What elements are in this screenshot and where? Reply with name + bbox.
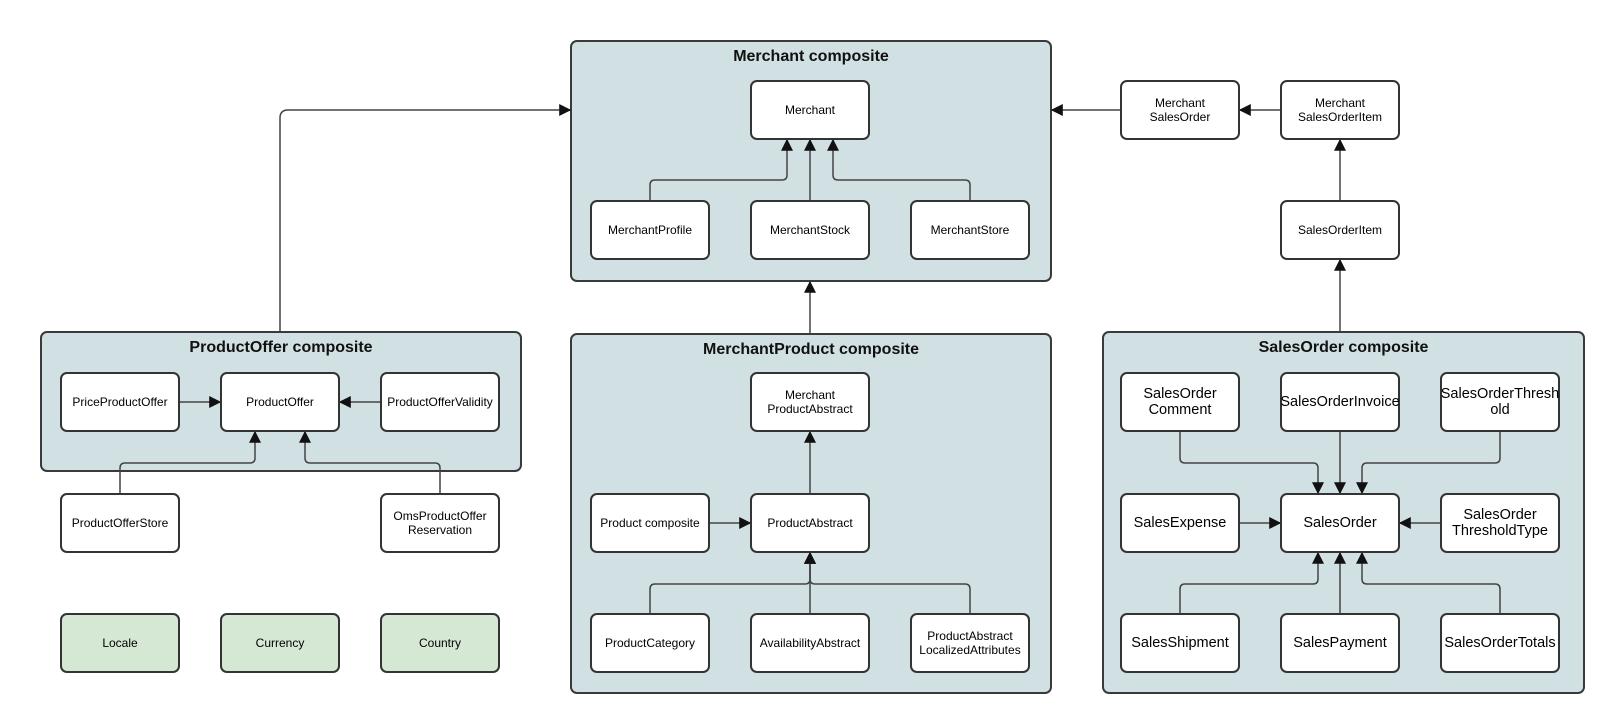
group-title: SalesOrder composite	[1258, 339, 1429, 356]
edge-merchantprofile-to-merchant	[649, 138, 793, 200]
sales-shipment-node[interactable]: SalesShipment	[1120, 613, 1240, 673]
edge-productcategory-to-productabstract	[649, 551, 816, 613]
merchant-sales-order-node[interactable]: Merchant SalesOrder	[1120, 80, 1240, 140]
product-category-node[interactable]: ProductCategory	[590, 613, 710, 673]
edge-salesorderthreshold-to-salesorder	[1356, 432, 1501, 495]
edge-productofferstore-to-productoffer	[119, 430, 261, 493]
sales-order-threshold-type-node[interactable]: SalesOrder ThresholdType	[1440, 493, 1560, 553]
sales-order-invoice-node[interactable]: SalesOrderInvoice	[1280, 372, 1400, 432]
edge-productoffer-composite-to-merchant-composite	[279, 104, 572, 331]
group-title: ProductOffer composite	[189, 339, 373, 356]
sales-expense-node[interactable]: SalesExpense	[1120, 493, 1240, 553]
sales-order-totals-node[interactable]: SalesOrderTotals	[1440, 613, 1560, 673]
merchant-node[interactable]: Merchant	[750, 80, 870, 140]
sales-order-comment-node[interactable]: SalesOrder Comment	[1120, 372, 1240, 432]
locale-node[interactable]: Locale	[60, 613, 180, 673]
product-abstract-node[interactable]: ProductAbstract	[750, 493, 870, 553]
merchant-product-abstract-node[interactable]: Merchant ProductAbstract	[750, 372, 870, 432]
merchant-store-node[interactable]: MerchantStore	[910, 200, 1030, 260]
availability-abstract-node[interactable]: AvailabilityAbstract	[750, 613, 870, 673]
product-composite-node[interactable]: Product composite	[590, 493, 710, 553]
merchant-profile-node[interactable]: MerchantProfile	[590, 200, 710, 260]
sales-payment-node[interactable]: SalesPayment	[1280, 613, 1400, 673]
merchant-sales-order-item-node[interactable]: Merchant SalesOrderItem	[1280, 80, 1400, 140]
price-product-offer-node[interactable]: PriceProductOffer	[60, 372, 180, 432]
sales-order-item-node[interactable]: SalesOrderItem	[1280, 200, 1400, 260]
edge-salesshipment-to-salesorder	[1179, 551, 1324, 613]
product-offer-store-node[interactable]: ProductOfferStore	[60, 493, 180, 553]
group-title: Merchant composite	[733, 48, 889, 65]
edge-salesordertotals-to-salesorder	[1356, 551, 1501, 613]
sales-order-node[interactable]: SalesOrder	[1280, 493, 1400, 553]
country-node[interactable]: Country	[380, 613, 500, 673]
edge-localizedattributes-to-productabstract	[804, 551, 971, 613]
product-abstract-localized-attributes-node[interactable]: ProductAbstract LocalizedAttributes	[910, 613, 1030, 673]
product-offer-validity-node[interactable]: ProductOfferValidity	[380, 372, 500, 432]
sales-order-threshold-node[interactable]: SalesOrderThresh old	[1440, 372, 1560, 432]
merchant-stock-node[interactable]: MerchantStock	[750, 200, 870, 260]
edge-omsproductofferreservation-to-productoffer	[299, 430, 441, 493]
edge-salesordercomment-to-salesorder	[1179, 432, 1324, 495]
group-title: MerchantProduct composite	[702, 341, 920, 358]
edge-merchantstore-to-merchant	[827, 138, 971, 200]
oms-product-offer-reservation-node[interactable]: OmsProductOffer Reservation	[380, 493, 500, 553]
currency-node[interactable]: Currency	[220, 613, 340, 673]
product-offer-node[interactable]: ProductOffer	[220, 372, 340, 432]
